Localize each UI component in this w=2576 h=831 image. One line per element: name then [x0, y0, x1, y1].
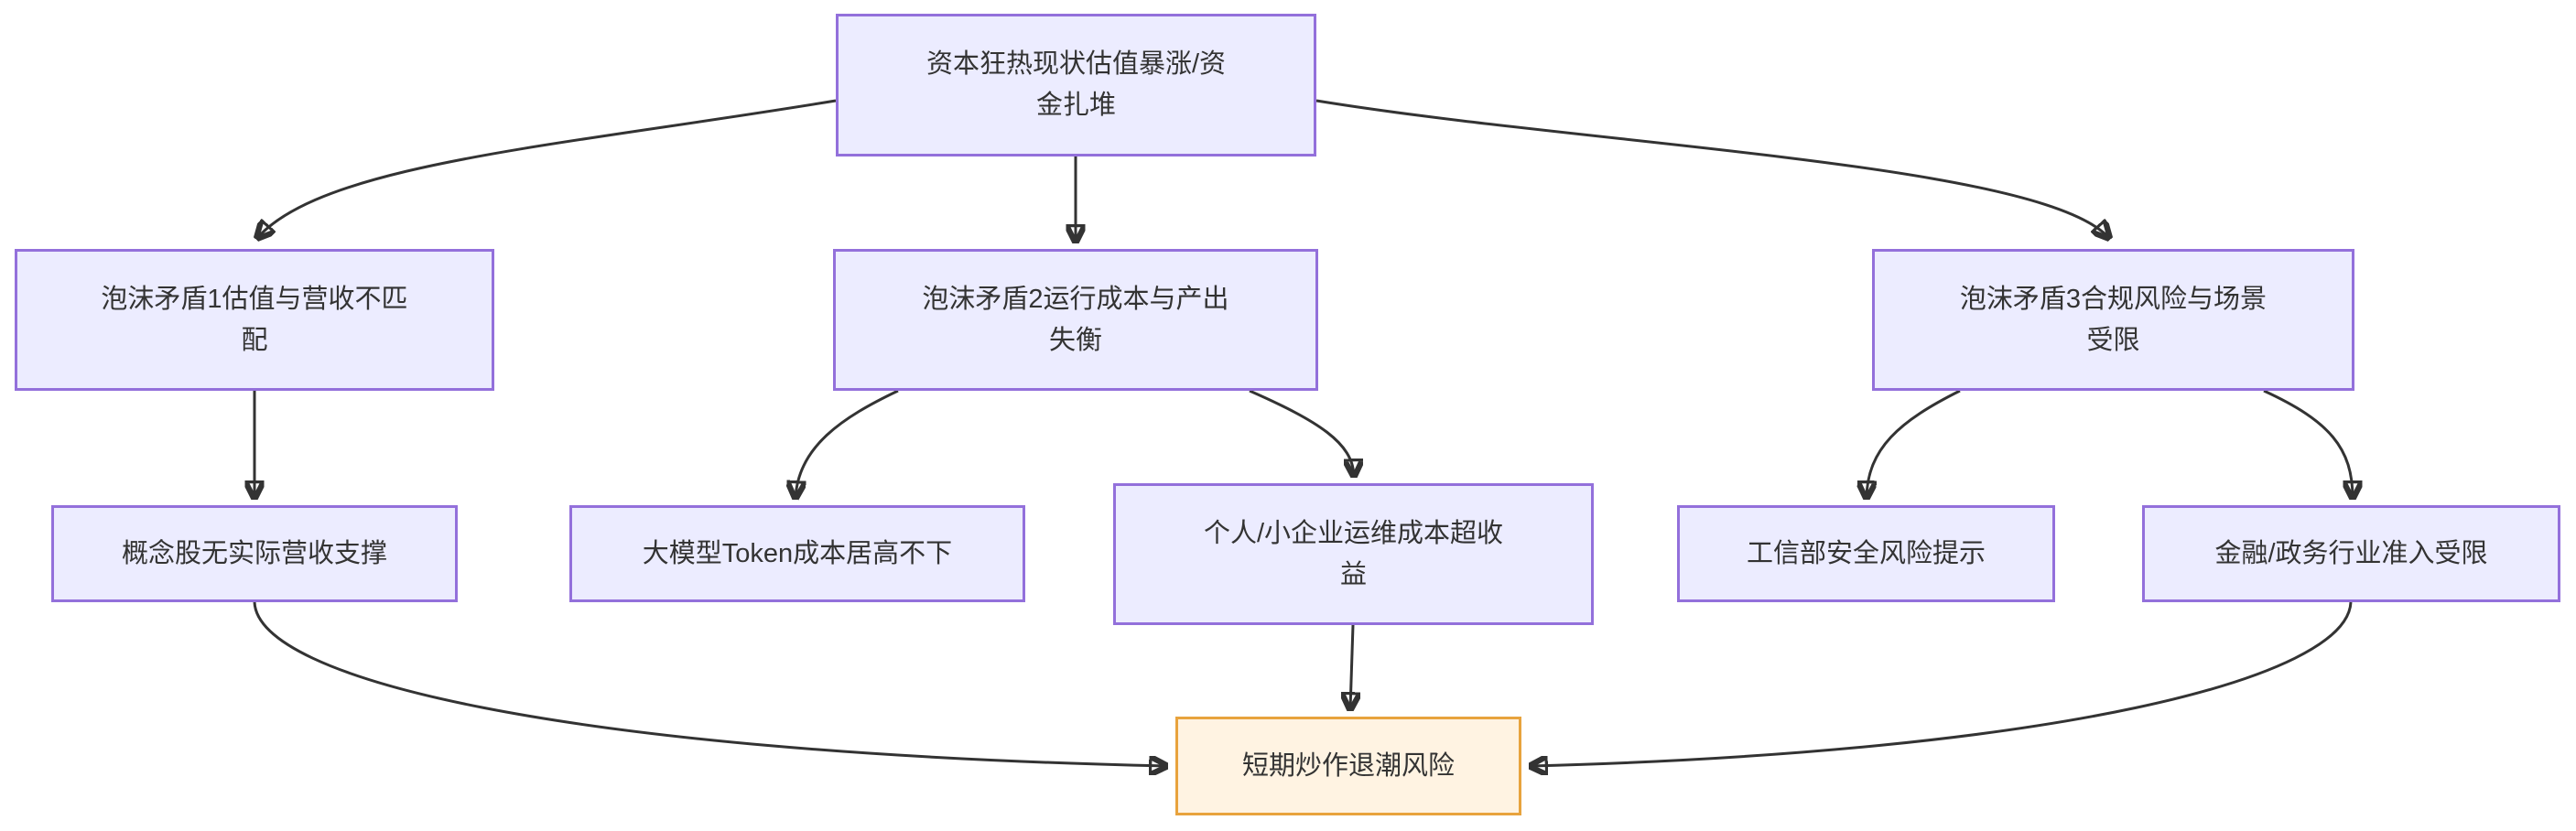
- edge-concept-stock-risk: [253, 601, 1166, 766]
- edge-industry-limit-risk: [1531, 601, 2353, 766]
- node-capital-frenzy: 资本狂热现状估值暴涨/资 金扎堆: [836, 14, 1316, 156]
- edge-bubble3-industry-limit: [2263, 389, 2353, 498]
- node-llm-token-cost: 大模型Token成本居高不下: [569, 505, 1025, 602]
- node-miit-security-warning: 工信部安全风险提示: [1677, 505, 2055, 602]
- edge-bubble2-token-cost: [796, 389, 899, 498]
- node-concept-stock-no-revenue: 概念股无实际营收支撑: [51, 505, 458, 602]
- edge-capital-bubble1: [257, 99, 837, 238]
- node-bubble-contradiction-1: 泡沫矛盾1估值与营收不匹 配: [15, 249, 494, 391]
- node-bubble-contradiction-2: 泡沫矛盾2运行成本与产出 失衡: [833, 249, 1318, 391]
- node-industry-access-limited: 金融/政务行业准入受限: [2142, 505, 2560, 602]
- node-bubble-contradiction-3: 泡沫矛盾3合规风险与场景 受限: [1872, 249, 2354, 391]
- node-short-term-hype-risk: 短期炒作退潮风险: [1175, 717, 1521, 815]
- edge-bubble3-miit-warning: [1867, 389, 1961, 498]
- edge-ops-cost-risk: [1350, 624, 1353, 709]
- node-ops-cost-exceeds-revenue: 个人/小企业运维成本超收 益: [1113, 483, 1594, 625]
- edge-bubble2-ops-cost: [1249, 389, 1354, 476]
- edge-capital-bubble3: [1315, 99, 2109, 238]
